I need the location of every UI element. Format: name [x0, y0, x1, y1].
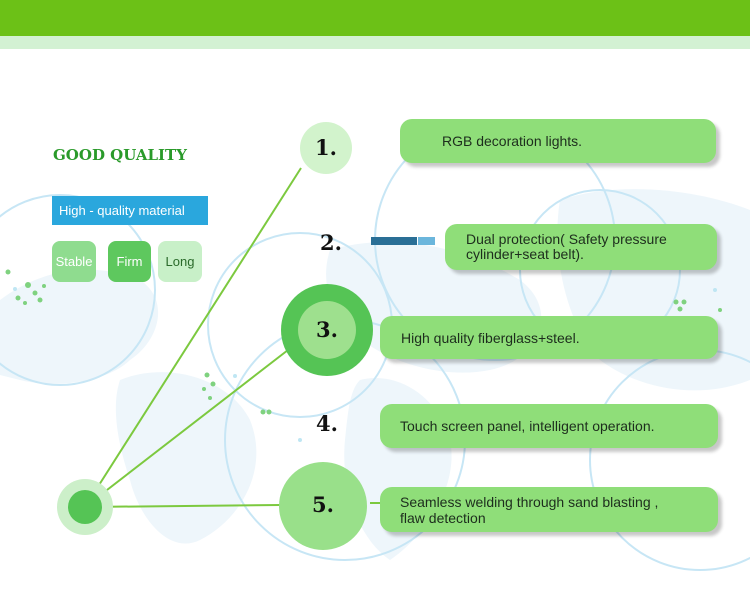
number-circle-5	[279, 462, 367, 550]
feature-text-1: RGB decoration lights.	[442, 133, 583, 149]
feature-text-3: High quality fiberglass+steel.	[401, 329, 580, 346]
pill-long: Long	[158, 241, 202, 282]
map-dot	[718, 308, 722, 312]
progress-bar-dark	[371, 237, 417, 245]
number-circle-1	[300, 122, 352, 174]
map-dot	[5, 269, 11, 275]
map-dot	[42, 284, 46, 288]
hub-circle-inner	[68, 490, 102, 524]
feature-text-4: Touch screen panel, intelligent operatio…	[400, 418, 655, 434]
feature-box-5: Seamless welding through sand blasting ,…	[380, 487, 718, 532]
feature-number-1: 1.	[315, 135, 337, 160]
feature-box-3: High quality fiberglass+steel.	[380, 316, 718, 359]
connector-line-5	[84, 504, 281, 508]
map-dot	[204, 372, 210, 378]
number-circle-3-inner	[298, 301, 356, 359]
map-dot	[681, 299, 687, 305]
connector-line-1	[84, 167, 302, 508]
feature-text-2: Dual protection( Safety pressure cylinde…	[466, 231, 667, 262]
map-dot	[677, 306, 683, 312]
map-dot	[15, 295, 21, 301]
top-banner-bar	[0, 0, 750, 36]
pill-stable: Stable	[52, 241, 96, 282]
feature-text-5: Seamless welding through sand blasting ,…	[400, 493, 659, 526]
map-dot	[298, 438, 302, 442]
map-dot	[23, 301, 27, 305]
feature-number-3: 3.	[316, 317, 338, 342]
map-dot	[13, 287, 17, 291]
feature-number-4: 4.	[316, 411, 338, 436]
map-dot	[210, 381, 216, 387]
top-banner-strip	[0, 36, 750, 49]
map-dot	[713, 288, 717, 292]
bg-circle	[0, 194, 156, 386]
feature-number-5: 5.	[312, 492, 334, 517]
map-dot	[37, 297, 43, 303]
map-dot	[25, 282, 31, 288]
map-dot	[202, 387, 206, 391]
material-label: High - quality material	[52, 196, 208, 225]
map-dot	[673, 299, 679, 305]
connector-line-3	[84, 349, 289, 508]
feature-box-1: RGB decoration lights.	[400, 119, 716, 163]
map-dot	[233, 374, 237, 378]
feature-box-4: Touch screen panel, intelligent operatio…	[380, 404, 718, 448]
map-dot	[260, 409, 266, 415]
map-dot	[266, 409, 272, 415]
progress-bar-light	[418, 237, 435, 245]
feature-box-2: Dual protection( Safety pressure cylinde…	[445, 224, 717, 270]
map-dot	[32, 290, 38, 296]
good-quality-title: GOOD QUALITY	[53, 146, 187, 164]
map-dot	[208, 396, 212, 400]
pill-firm: Firm	[108, 241, 151, 282]
feature-number-2: 2.	[320, 230, 342, 255]
